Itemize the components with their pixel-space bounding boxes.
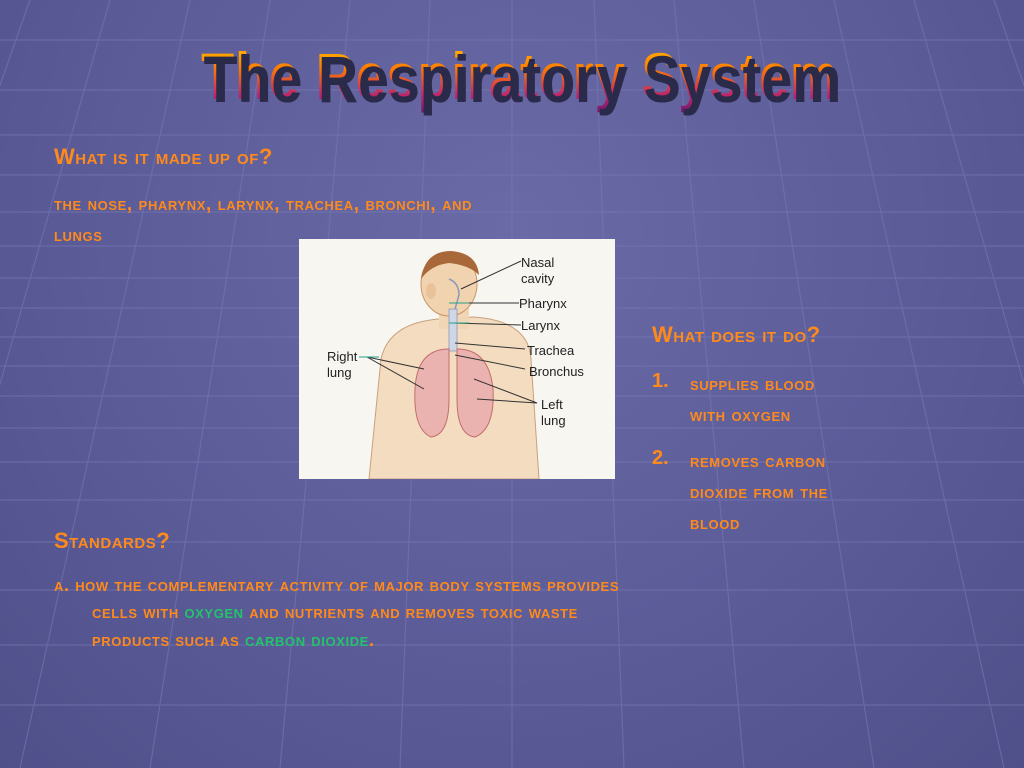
standard-a-line-2: cells with oxygen and nutrients and remo… <box>92 598 578 626</box>
label-larynx: Larynx <box>521 318 561 333</box>
label-left: Left <box>541 397 563 412</box>
respiratory-diagram-svg: Nasal cavity Pharynx Larynx Trachea Bron… <box>327 251 584 480</box>
components-line-2: lungs <box>54 225 103 246</box>
label-right-lung: lung <box>327 365 352 380</box>
standard-a-line-3-pre: products such as <box>92 630 246 650</box>
list-number-2: 2. <box>652 447 669 469</box>
standard-a-line-1: a. how the complementary activity of maj… <box>54 575 620 595</box>
function-2-line-1: removes carbon <box>690 451 826 472</box>
label-bronchus: Bronchus <box>529 364 584 379</box>
label-left-lung: lung <box>541 413 566 428</box>
function-2-line-2: dioxide from the <box>690 482 828 503</box>
heading-what-does-it-do: What does it do? <box>652 322 821 347</box>
heading-standards: Standards? <box>54 528 171 553</box>
respiratory-diagram-image: Nasal cavity Pharynx Larynx Trachea Bron… <box>299 239 615 480</box>
standard-a-line-3: products such as carbon dioxide. <box>92 626 375 654</box>
label-right: Right <box>327 349 358 364</box>
standard-a-line-2-pre: cells with <box>92 602 185 622</box>
highlight-oxygen: oxygen <box>184 602 244 622</box>
standard-a-line-3-post: . <box>368 630 375 650</box>
label-cavity: cavity <box>521 271 555 286</box>
highlight-carbon-dioxide: carbon dioxide <box>245 630 369 650</box>
slide-title-shadow: The Respiratory System <box>97 41 950 117</box>
list-number-1: 1. <box>652 370 669 392</box>
label-nasal: Nasal <box>521 255 554 270</box>
components-line-1: the nose, pharynx, larynx, trachea, bron… <box>54 194 473 215</box>
standard-a-line-2-post: and nutrients and removes toxic waste <box>243 602 578 622</box>
function-2-line-3: blood <box>690 513 740 534</box>
heading-made-up-of: What is it made up of? <box>54 144 273 169</box>
function-1-line-2: with oxygen <box>690 405 791 426</box>
label-pharynx: Pharynx <box>519 296 567 311</box>
slide-title: The Respiratory System <box>94 38 947 114</box>
label-trachea: Trachea <box>527 343 575 358</box>
function-1-line-1: supplies blood <box>690 374 815 395</box>
